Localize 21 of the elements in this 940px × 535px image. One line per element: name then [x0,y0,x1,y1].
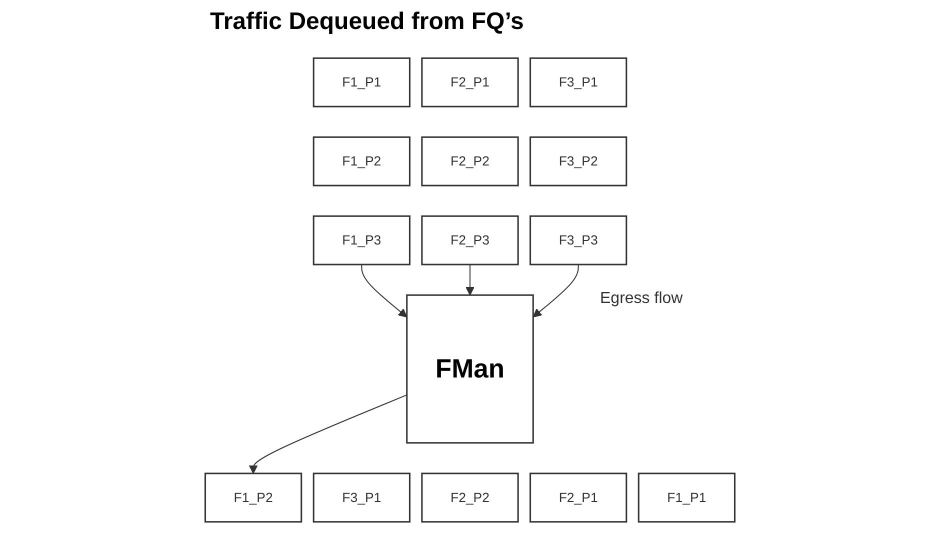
node-box: F3_P1 [530,57,628,108]
node-box: F1_P2 [312,136,410,186]
node-box: F3_P3 [530,215,628,266]
arrow [532,264,579,318]
node-box: FMan [406,294,534,444]
arrow [248,394,408,474]
node-box: F1_P2 [204,472,302,523]
arrow [466,264,474,296]
arrow [361,264,408,318]
node-box: F3_P1 [312,472,410,523]
node-box: F1_P3 [312,215,410,266]
node-box: F2_P1 [530,472,628,523]
diagram-title: Traffic Dequeued from FQ’s [210,8,524,36]
node-box: F2_P1 [421,57,519,108]
node-box: F3_P2 [530,136,628,186]
node-box: F2_P2 [421,136,519,186]
node-box: F1_P1 [312,57,410,108]
node-box: F2_P3 [421,215,519,266]
node-box: F2_P2 [421,472,519,523]
group-heading: Egress flow [600,290,683,308]
node-box: F1_P1 [638,472,736,523]
